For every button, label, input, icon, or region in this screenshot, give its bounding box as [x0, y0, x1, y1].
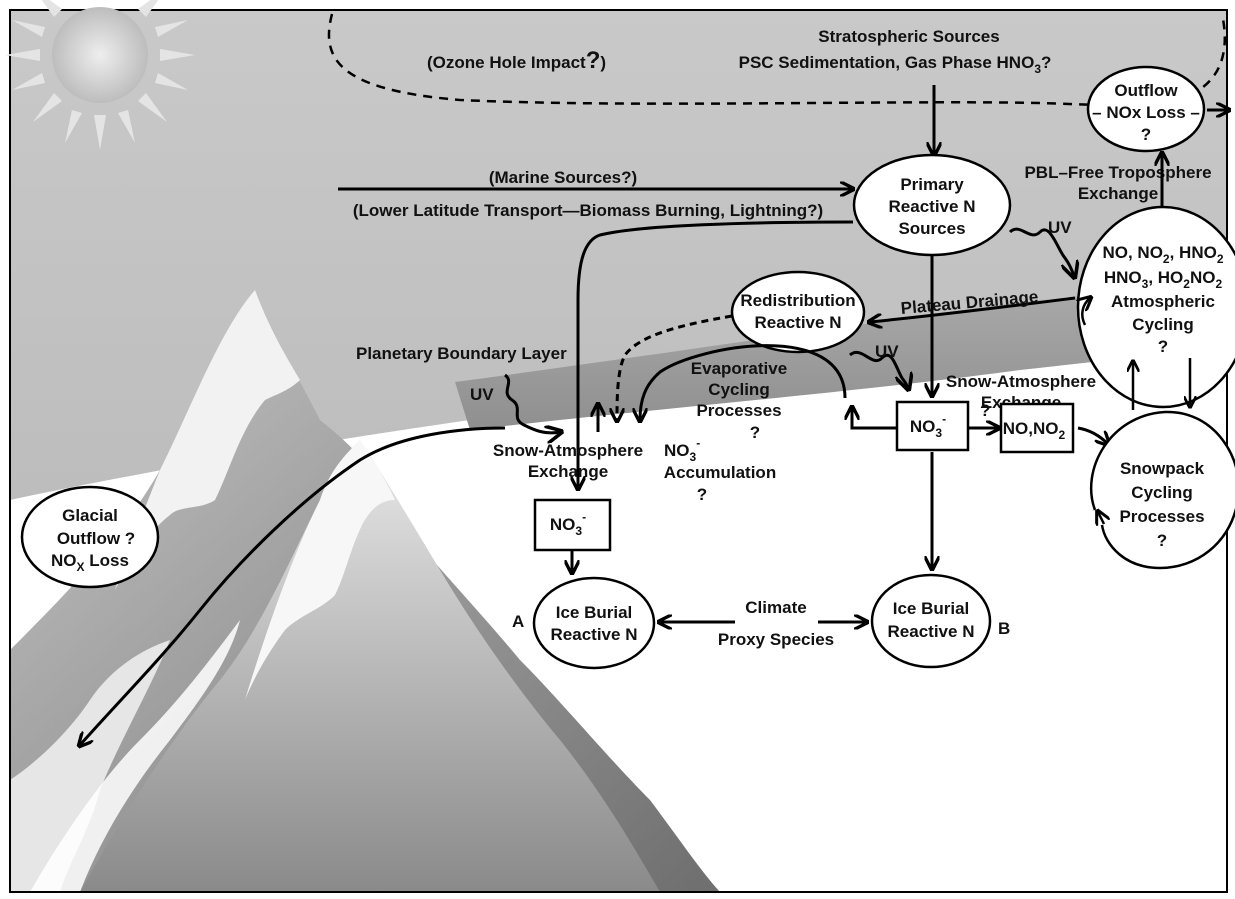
- glacial-label-1: Glacial: [62, 506, 118, 525]
- outflow-title: Outflow: [1114, 81, 1178, 100]
- outflow-question: ?: [1141, 125, 1151, 144]
- pbl-free-exchange-label: Exchange: [1078, 184, 1158, 203]
- no3-accum-label-1: NO3-: [664, 436, 700, 464]
- pbl-label: Planetary Boundary Layer: [356, 344, 567, 363]
- atm-line-5: ?: [1158, 337, 1168, 356]
- evaporative-cycling-arc: [640, 344, 847, 420]
- primary-label-1: Primary: [900, 175, 964, 194]
- no3-to-evap-arrow: [852, 408, 897, 430]
- uv-wave-left: [503, 373, 560, 433]
- boundary-layer-band: [455, 288, 1227, 430]
- no3-box-right-label: NO3-: [910, 412, 946, 440]
- primary-label-3: Sources: [898, 219, 965, 238]
- uv-wave-middle: [849, 351, 908, 388]
- letter-a: A: [512, 612, 524, 631]
- no3-accum-label-2: Accumulation: [664, 463, 776, 482]
- redistribution-node: [730, 270, 866, 354]
- snowpack-label-1: Snowpack: [1120, 459, 1205, 478]
- sun-icon: [5, 0, 195, 150]
- ozone-hole-label: (Ozone Hole Impact?): [427, 47, 606, 74]
- atm-line-3: Atmospheric: [1111, 292, 1215, 311]
- evap-label-3: Processes: [696, 401, 781, 420]
- snow-atm-left-label-1: Snow-Atmosphere: [493, 441, 643, 460]
- glacial-label-2: Outflow ?: [57, 529, 135, 548]
- marine-sources-label: (Marine Sources?): [489, 168, 637, 187]
- no3-box-left-label: NO3-: [550, 510, 586, 538]
- nono2-box-label: NO,NO2: [1003, 419, 1066, 442]
- psc-sedimentation-label: PSC Sedimentation, Gas Phase HNO3?: [739, 53, 1052, 76]
- evap-label-1: Evaporative: [691, 359, 787, 378]
- no3-box-right: [895, 400, 970, 452]
- redistribution-label-2: Reactive N: [755, 313, 842, 332]
- glacial-outflow-arrow: [80, 426, 506, 745]
- primary-to-left-exchange-arrow: [578, 220, 854, 488]
- atm-line-1: NO, NO2, HNO2: [1102, 243, 1223, 266]
- glacial-label-3: NOX Loss: [51, 551, 129, 574]
- uv-label-left: UV: [470, 385, 494, 404]
- lower-latitude-label: (Lower Latitude Transport—Biomass Burnin…: [353, 201, 823, 220]
- primary-label-2: Reactive N: [889, 197, 976, 216]
- letter-b: B: [998, 619, 1010, 638]
- snowpack-label-2: Cycling: [1131, 483, 1192, 502]
- evap-label-2: Cycling: [708, 380, 769, 399]
- snow-atm-left-label-2: Exchange: [528, 462, 608, 481]
- stratospheric-sources-label: Stratospheric Sources: [818, 27, 999, 46]
- plateau-drainage-arrow: [870, 296, 1076, 322]
- mountain-range: [10, 290, 720, 892]
- climate-label-1: Climate: [745, 598, 806, 617]
- snowpack-cycling-node: [1089, 410, 1235, 570]
- uv-label-top: UV: [1048, 218, 1072, 237]
- ice-a-label-2: Reactive N: [551, 625, 638, 644]
- uv-wave-top: [1008, 227, 1074, 276]
- ice-b-label-1: Ice Burial: [893, 599, 970, 618]
- atm-line-4: Cycling: [1132, 315, 1193, 334]
- outflow-node: [1086, 65, 1206, 153]
- atm-line-2: HNO3, HO2NO2: [1104, 268, 1223, 291]
- glacial-outflow-node: [20, 485, 160, 589]
- pbl-free-troposphere-label: PBL–Free Troposphere: [1024, 163, 1211, 182]
- outflow-nox-loss: – NOx Loss –: [1092, 103, 1200, 122]
- climate-label-2: Proxy Species: [718, 630, 834, 649]
- snowpack-label-3: Processes: [1119, 507, 1204, 526]
- ice-a-label-1: Ice Burial: [556, 603, 633, 622]
- ice-b-label-2: Reactive N: [888, 622, 975, 641]
- snowpack-cycle-arrowhead: [1098, 512, 1104, 524]
- redistribution-dashed-arrow: [617, 314, 733, 420]
- ice-burial-a-node: [532, 576, 656, 670]
- evap-label-4: ?: [750, 423, 760, 442]
- snow-atm-right-label-1: Snow-Atmosphere: [946, 372, 1096, 391]
- uv-label-middle: UV: [875, 342, 899, 361]
- atm-cycle-arrow: [1082, 298, 1090, 326]
- no3-accum-label-3: ?: [697, 485, 707, 504]
- nono2-box: [999, 402, 1075, 454]
- stratosphere-loop: [327, 13, 1227, 107]
- no3-box-left: [533, 498, 612, 552]
- redistribution-label-1: Redistribution: [740, 291, 855, 310]
- no3-to-nono2-question: ?: [980, 401, 990, 420]
- snowpack-label-4: ?: [1157, 531, 1167, 550]
- ice-burial-b-node: [870, 573, 992, 669]
